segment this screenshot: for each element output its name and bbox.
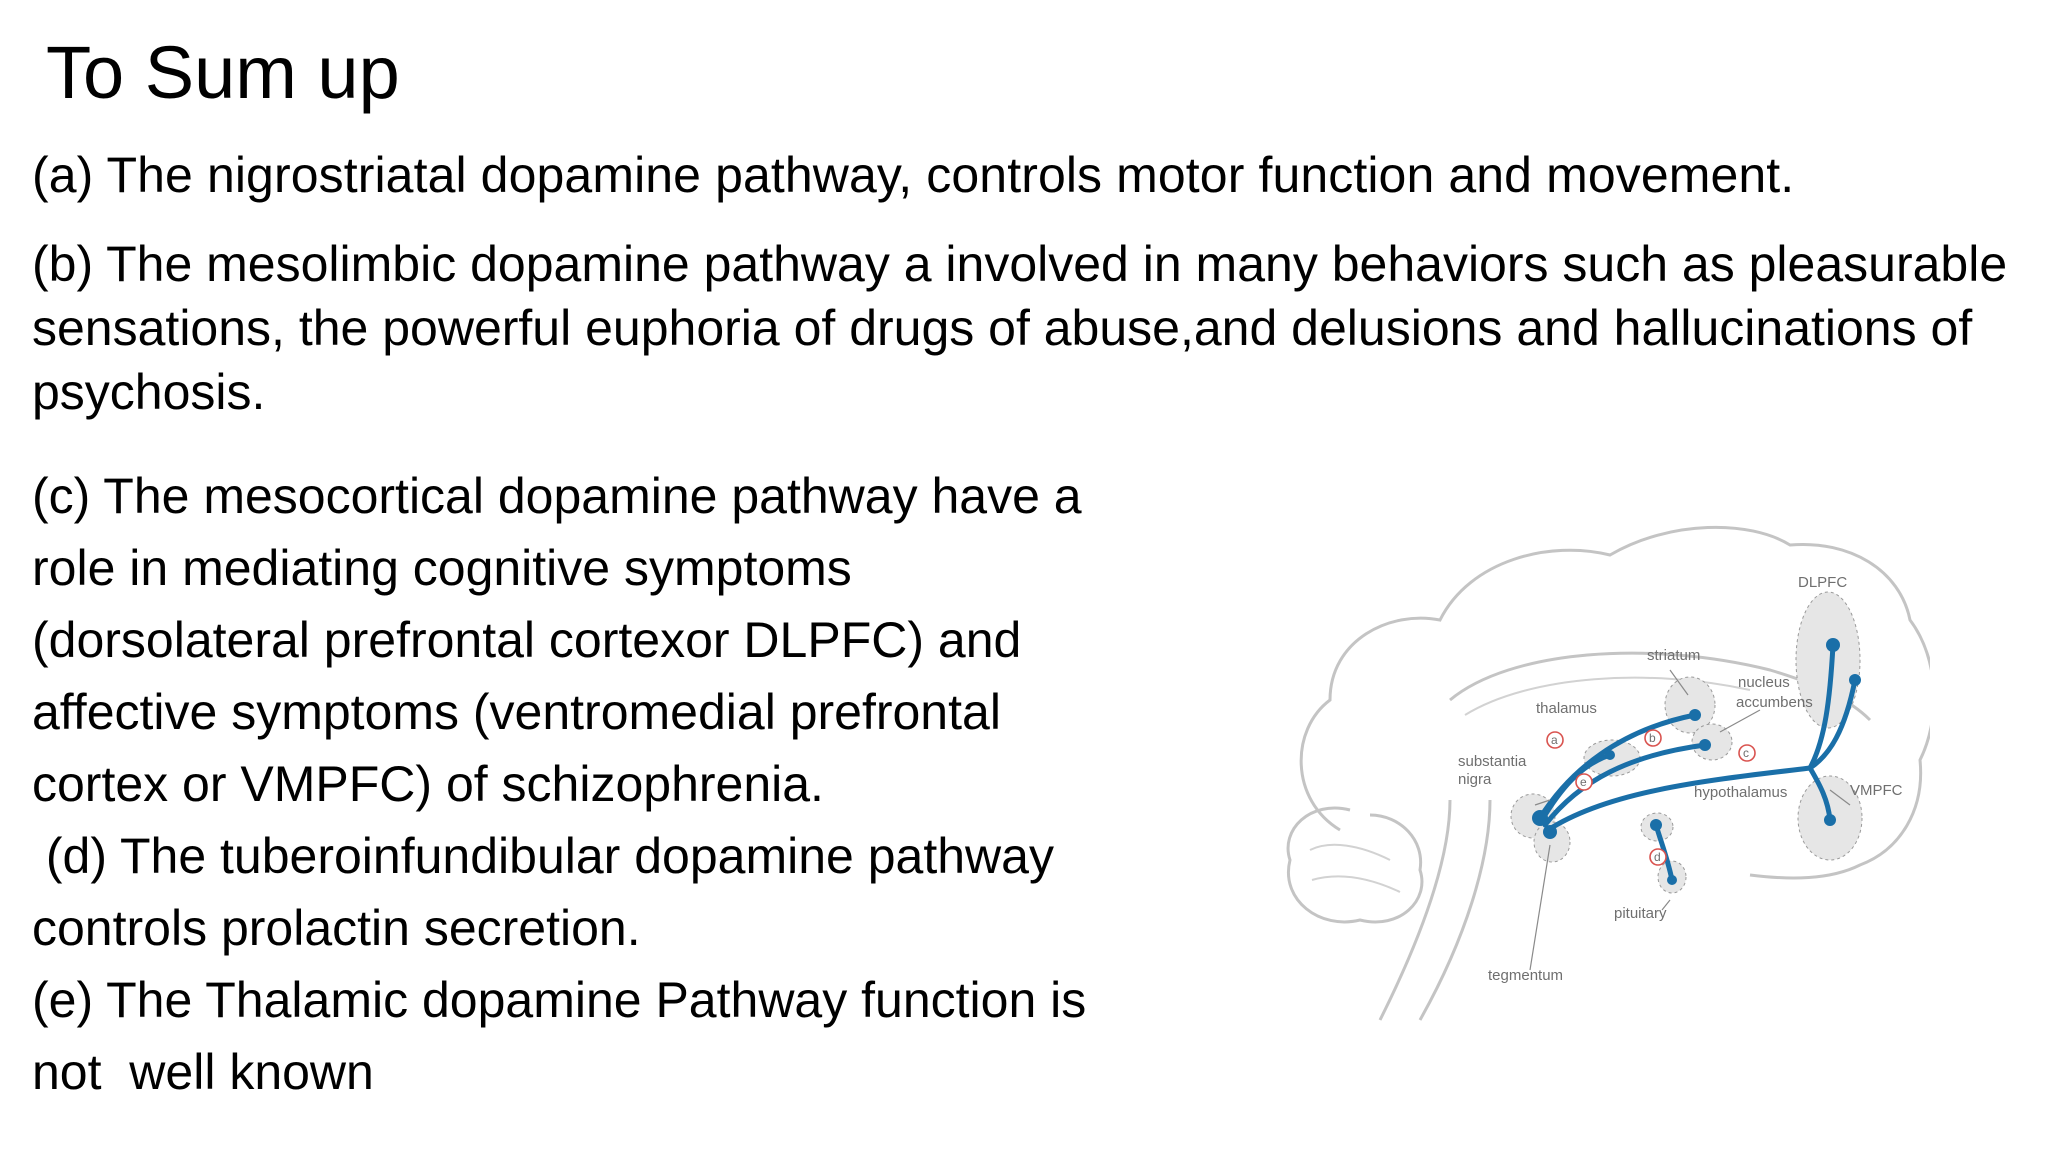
point-line: not well known [32, 1044, 374, 1100]
marker-e: e [1575, 773, 1593, 791]
point-line: (c) The mesocortical dopamine pathway ha… [32, 468, 1082, 524]
marker-a: a [1546, 731, 1564, 749]
marker-d: d [1649, 848, 1667, 866]
vmpfc-label: VMPFC [1850, 782, 1903, 799]
label-pointer-lines [1529, 669, 1851, 971]
marker-b: b [1644, 729, 1662, 747]
nucleus-label: nucleus [1738, 674, 1790, 691]
svg-text:b: b [1649, 731, 1656, 745]
nigra-label: nigra [1458, 771, 1492, 788]
point-line: role in mediating cognitive symptoms [32, 540, 852, 596]
svg-text:a: a [1551, 733, 1558, 747]
inner-curve [1464, 676, 1751, 716]
brainstem [1378, 799, 1492, 1021]
brain-outline [1299, 525, 1930, 880]
nucleus-accumbens-region [1691, 723, 1733, 761]
accumbens-label: accumbens [1736, 694, 1813, 711]
svg-text:e: e [1580, 775, 1587, 789]
point-line: (e) The Thalamic dopamine Pathway functi… [32, 972, 1087, 1028]
point-line: affective symptoms (ventromedial prefron… [32, 684, 1001, 740]
substantia-label: substantia [1458, 753, 1527, 770]
point-line: (d) The tuberoinfundibular dopamine path… [32, 828, 1054, 884]
cerebellum-folds [1309, 843, 1401, 893]
points-c-to-e: (c) The mesocortical dopamine pathway ha… [32, 460, 1252, 1108]
striatum-label: striatum [1647, 647, 1700, 664]
dopamine-pathways-diagram: DLPFC striatum nucleus accumbens thalamu… [1286, 525, 1930, 1021]
svg-text:d: d [1654, 850, 1661, 864]
marker-c: c [1738, 744, 1756, 762]
point-line: cortex or VMPFC) of schizophrenia. [32, 756, 824, 812]
svg-text:c: c [1743, 746, 1749, 760]
tegmentum-label: tegmentum [1488, 967, 1563, 984]
dlpfc-region [1795, 591, 1861, 729]
pathway-nodes [1532, 638, 1861, 885]
dlpfc-label: DLPFC [1798, 574, 1847, 591]
point-b-text: (b) The mesolimbic dopamine pathway a in… [32, 236, 2008, 420]
thalamus-label: thalamus [1536, 700, 1597, 717]
cerebellum [1286, 806, 1424, 924]
point-line: controls prolactin secretion. [32, 900, 641, 956]
point-a-text: (a) The nigrostriatal dopamine pathway, … [32, 147, 1795, 203]
pituitary-label: pituitary [1614, 905, 1667, 922]
slide-title: To Sum up [46, 31, 400, 114]
hypothalamus-label: hypothalamus [1694, 784, 1787, 801]
point-line: (dorsolateral prefrontal cortexor DLPFC)… [32, 612, 1022, 668]
